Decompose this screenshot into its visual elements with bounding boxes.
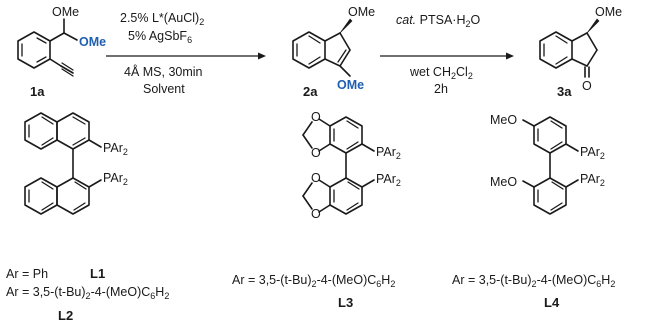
compound-3a-ome: OMe [595, 5, 622, 19]
compound-1a-ome-bottom: OMe [79, 35, 106, 49]
arrow1-additive: 5% AgSbF6 [128, 29, 192, 45]
segphos-o-1: O [311, 110, 321, 124]
ligand-l1-ar-definition: Ar = Ph [6, 267, 48, 281]
ligand-l3-ar-definition: Ar = 3,5-(t-Bu)2-4-(MeO)C6H2 [232, 273, 395, 289]
compound-1a-ome-top: OMe [52, 5, 79, 19]
arrow2-time: 2h [434, 82, 448, 96]
segphos-o-2: O [311, 146, 321, 160]
ligand-l2-label: L2 [58, 308, 73, 323]
compound-2a: OMe OMe 2a [292, 5, 375, 99]
compound-2a-ome-top: OMe [348, 5, 375, 19]
reaction-arrow-2: cat. PTSA·H2O wet CH2Cl2 2h [380, 13, 514, 96]
ligand-l4-ar-definition: Ar = 3,5-(t-Bu)2-4-(MeO)C6H2 [452, 273, 615, 289]
compound-1a: OMe OMe 1a [17, 5, 106, 99]
ligand-meobiphep-structure: MeO MeO PAr2 PAr2 [490, 113, 605, 215]
arrow1-solvent: Solvent [143, 82, 185, 96]
meobiphep-par2-bottom: PAr2 [580, 172, 605, 188]
ligand-l4-label: L4 [544, 295, 560, 310]
segphos-o-3: O [311, 171, 321, 185]
segphos-o-4: O [311, 207, 321, 221]
reaction-arrow-1: 2.5% L*(AuCl)2 5% AgSbF6 4Å MS, 30min So… [106, 11, 266, 96]
ligand-binap-structure: PAr2 PAr2 [24, 112, 128, 215]
compound-2a-ome-bottom: OMe [337, 78, 364, 92]
binap-par2-bottom: PAr2 [103, 171, 128, 187]
ligand-segphos-structure: O O O O PAr2 PAr2 [302, 110, 401, 221]
meobiphep-par2-top: PAr2 [580, 145, 605, 161]
compound-3a-label: 3a [557, 84, 572, 99]
ligand-l3-label: L3 [338, 295, 353, 310]
ligand-l2-ar-definition: Ar = 3,5-(t-Bu)2-4-(MeO)C6H2 [6, 285, 169, 301]
compound-2a-label: 2a [303, 84, 318, 99]
compound-3a-oxygen: O [582, 79, 592, 93]
segphos-par2-bottom: PAr2 [376, 172, 401, 188]
arrow1-catalyst: 2.5% L*(AuCl)2 [120, 11, 204, 27]
compound-1a-label: 1a [30, 84, 45, 99]
ligand-l1-label: L1 [90, 266, 105, 281]
arrow2-reagent: cat. PTSA·H2O [396, 13, 480, 29]
meobiphep-meo-top: MeO [490, 113, 517, 127]
segphos-par2-top: PAr2 [376, 145, 401, 161]
arrow1-conditions: 4Å MS, 30min [124, 64, 203, 79]
meobiphep-meo-bottom: MeO [490, 175, 517, 189]
binap-par2-top: PAr2 [103, 141, 128, 157]
arrow2-solvent: wet CH2Cl2 [409, 65, 473, 81]
compound-3a: OMe O 3a [539, 5, 622, 99]
